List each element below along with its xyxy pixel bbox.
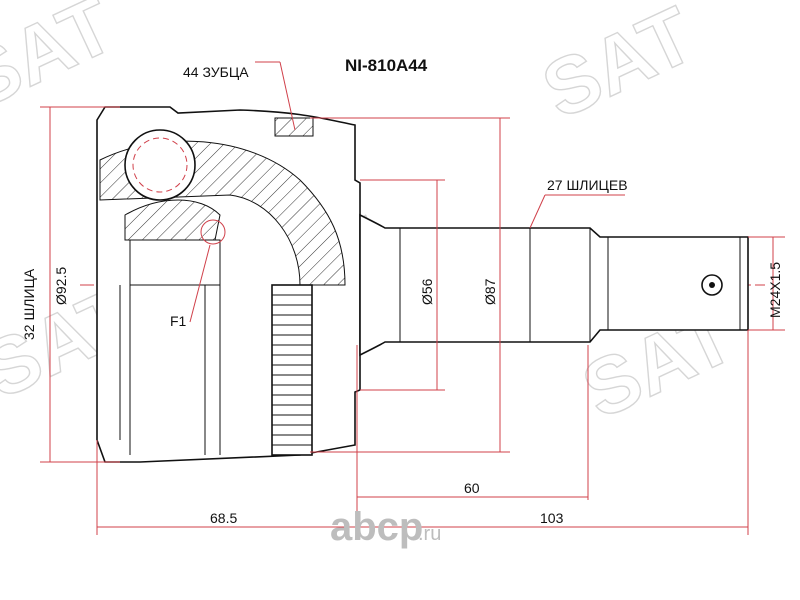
abs-diameter-label: Ø87: [482, 278, 498, 305]
shaft-length-label: 103: [540, 510, 564, 526]
teeth-callout: 44 ЗУБЦА: [183, 64, 249, 80]
inner-splines-label: 32 ШЛИЦА: [21, 268, 37, 340]
spline-length-label: 60: [464, 480, 480, 496]
outer-diameter-label: Ø92.5: [53, 267, 69, 305]
svg-text:SAT: SAT: [530, 0, 707, 135]
abcp-logo: abcp .ru: [330, 505, 441, 549]
dimension-lines: [40, 61, 785, 535]
outer-race-housing: [96, 106, 361, 463]
thread-label: M24X1.5: [767, 262, 783, 318]
housing-length-label: 68.5: [210, 510, 237, 526]
svg-text:abcp: abcp: [330, 505, 423, 549]
stub-shaft: [359, 213, 749, 357]
svg-text:.ru: .ru: [418, 523, 441, 545]
feature-callout: F1: [170, 313, 187, 329]
outer-splines-callout: 27 ШЛИЦЕВ: [547, 177, 628, 193]
part-number: NI-810A44: [345, 56, 428, 75]
shaft-diameter-label: Ø56: [419, 278, 435, 305]
